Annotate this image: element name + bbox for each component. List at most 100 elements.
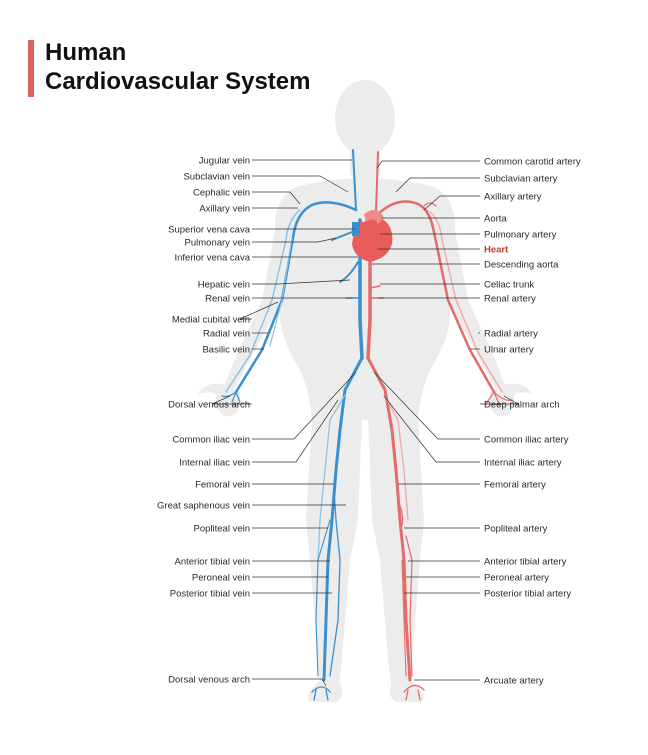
label-internal-iliac-artery: Internal iliac artery [383, 395, 562, 468]
label-text-descending-aorta: Descending aorta [484, 259, 559, 270]
label-text-femoral-vein: Femoral vein [195, 479, 250, 490]
arteries [366, 151, 513, 701]
right-foot [389, 682, 424, 702]
label-cephalic-vein: Cephalic vein [193, 187, 301, 205]
label-popliteal-artery: Popliteal artery [404, 523, 548, 534]
label-common-iliac-artery: Common iliac artery [373, 371, 569, 445]
label-text-peroneal-vein: Peroneal vein [192, 572, 250, 583]
label-hepatic-vein: Hepatic vein [198, 279, 351, 290]
leader-line [252, 678, 327, 687]
label-axillary-vein: Axillary vein [199, 203, 298, 214]
label-text-anterior-tibial-artery: Anterior tibial artery [484, 556, 567, 567]
label-text-jugular-vein: Jugular vein [199, 155, 250, 166]
label-internal-iliac-vein: Internal iliac vein [179, 399, 339, 468]
leader-line [252, 191, 301, 205]
label-pulmonary-artery: Pulmonary artery [380, 229, 557, 240]
label-peroneal-artery: Peroneal artery [406, 572, 549, 583]
label-text-popliteal-vein: Popliteal vein [193, 523, 250, 534]
label-text-common-iliac-artery: Common iliac artery [484, 434, 569, 445]
label-text-subclavian-vein: Subclavian vein [183, 171, 250, 182]
left-arm [222, 188, 300, 397]
label-text-heart: Heart [484, 244, 509, 255]
label-text-radial-artery: Radial artery [484, 328, 538, 339]
label-text-pulmonary-vein: Pulmonary vein [185, 237, 250, 248]
title-line-2: Cardiovascular System [45, 68, 311, 95]
label-great-saphenous-vein: Great saphenous vein [157, 500, 346, 511]
label-anterior-tibial-vein: Anterior tibial vein [174, 556, 330, 567]
label-axillary-artery: Axillary artery [423, 191, 542, 211]
right-arm [430, 188, 508, 397]
label-basilic-vein: Basilic vein [202, 344, 264, 355]
label-text-basilic-vein: Basilic vein [202, 344, 250, 355]
label-text-hepatic-vein: Hepatic vein [198, 279, 250, 290]
label-text-femoral-artery: Femoral artery [484, 479, 546, 490]
label-text-celiac-trunk: Celiac trunk [484, 279, 534, 290]
label-text-axillary-vein: Axillary vein [199, 203, 250, 214]
label-ulnar-artery: Ulnar artery [470, 344, 534, 355]
left-foot [308, 682, 343, 702]
label-dorsal-venous-arch-foot: Dorsal venous arch [168, 674, 327, 687]
label-aorta: Aorta [382, 213, 507, 224]
label-text-posterior-tibial-artery: Posterior tibial artery [484, 588, 571, 599]
left-hand [198, 383, 240, 417]
left-leg [306, 418, 362, 690]
label-posterior-tibial-artery: Posterior tibial artery [404, 588, 571, 599]
leader-line [252, 237, 337, 243]
label-text-radial-vein: Radial vein [203, 328, 250, 339]
label-dorsal-venous-arch-hand: Dorsal venous arch [168, 395, 252, 410]
label-anterior-tibial-artery: Anterior tibial artery [408, 556, 567, 567]
label-common-carotid-artery: Common carotid artery [376, 156, 581, 169]
leader-line [423, 195, 480, 211]
body-silhouette [198, 80, 532, 702]
label-text-superior-vena-cava: Superior vena cava [168, 224, 251, 235]
label-text-posterior-tibial-vein: Posterior tibial vein [170, 588, 250, 599]
label-subclavian-artery: Subclavian artery [395, 173, 558, 193]
head [335, 80, 395, 156]
label-text-common-carotid-artery: Common carotid artery [484, 156, 581, 167]
label-medial-cubital-vein: Medial cubital vein [172, 301, 279, 325]
label-text-medial-cubital-vein: Medial cubital vein [172, 314, 250, 325]
leader-line [211, 395, 252, 405]
label-text-inferior-vena-cava: Inferior vena cava [174, 252, 250, 263]
label-femoral-artery: Femoral artery [398, 479, 546, 490]
label-renal-vein: Renal vein [205, 293, 352, 304]
label-text-cephalic-vein: Cephalic vein [193, 187, 250, 198]
leader-line [239, 301, 279, 320]
label-radial-artery: Radial artery [478, 328, 538, 339]
label-common-iliac-vein: Common iliac vein [172, 371, 357, 445]
label-arcuate-artery: Arcuate artery [414, 675, 544, 686]
label-text-anterior-tibial-vein: Anterior tibial vein [174, 556, 250, 567]
label-renal-artery: Renal artery [378, 293, 536, 304]
label-text-peroneal-artery: Peroneal artery [484, 572, 549, 583]
leader-line [373, 371, 480, 440]
label-posterior-tibial-vein: Posterior tibial vein [170, 588, 332, 599]
label-peroneal-vein: Peroneal vein [192, 572, 328, 583]
label-text-ulnar-artery: Ulnar artery [484, 344, 534, 355]
label-text-internal-iliac-artery: Internal iliac artery [484, 457, 562, 468]
label-deep-palmar-arch: Deep palmar arch [480, 395, 560, 410]
heart-graphic [352, 209, 393, 262]
leader-line [252, 371, 357, 440]
label-pulmonary-vein: Pulmonary vein [185, 237, 337, 248]
label-text-great-saphenous-vein: Great saphenous vein [157, 500, 250, 511]
label-text-axillary-artery: Axillary artery [484, 191, 542, 202]
heart-body [352, 217, 393, 262]
label-text-arcuate-artery: Arcuate artery [484, 675, 544, 686]
label-inferior-vena-cava: Inferior vena cava [174, 252, 358, 263]
label-text-aorta: Aorta [484, 213, 507, 224]
torso [275, 178, 455, 420]
label-text-pulmonary-artery: Pulmonary artery [484, 229, 557, 240]
leader-line [252, 279, 351, 285]
label-subclavian-vein: Subclavian vein [183, 171, 349, 193]
label-radial-vein: Radial vein [203, 328, 268, 339]
leader-line [383, 395, 480, 463]
label-celiac-trunk: Celiac trunk [380, 279, 534, 290]
label-text-renal-vein: Renal vein [205, 293, 250, 304]
label-text-renal-artery: Renal artery [484, 293, 536, 304]
label-femoral-vein: Femoral vein [195, 479, 334, 490]
label-text-dorsal-venous-arch-hand: Dorsal venous arch [168, 399, 250, 410]
neck [350, 148, 380, 178]
label-text-dorsal-venous-arch-foot: Dorsal venous arch [168, 674, 250, 685]
